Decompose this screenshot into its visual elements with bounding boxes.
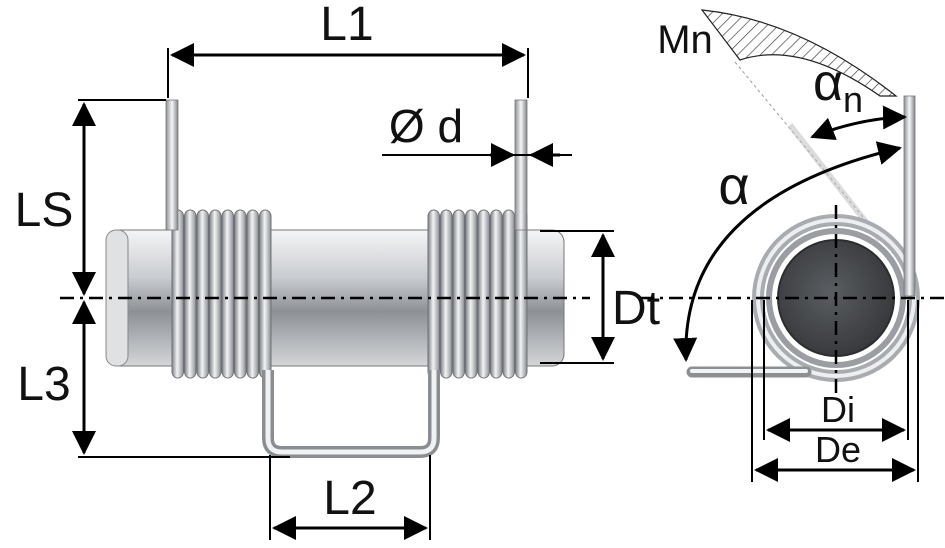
- coil-winding: [246, 209, 259, 379]
- coil-winding: [515, 209, 528, 379]
- label-L3: L3: [17, 358, 70, 411]
- coil-winding: [221, 209, 234, 379]
- label-alpha: α: [718, 156, 749, 216]
- label-LS: LS: [15, 184, 74, 237]
- coil-winding: [259, 209, 272, 379]
- label-alpha-n: αn: [813, 54, 863, 120]
- coil-winding: [477, 209, 490, 379]
- coil-winding: [427, 209, 440, 379]
- label-L1: L1: [320, 0, 373, 51]
- alpha-n-arc: [810, 105, 907, 141]
- right-leg: [514, 99, 528, 231]
- coil-winding: [184, 209, 197, 379]
- alpha-arc: [673, 141, 902, 362]
- bottom-bridge: [262, 370, 440, 458]
- label-Dt: Dt: [612, 282, 660, 335]
- moment-hatch: [700, 9, 898, 97]
- coil-winding: [465, 209, 478, 379]
- coil-winding: [196, 209, 209, 379]
- right-coil: [427, 209, 528, 379]
- label-Di: Di: [821, 389, 855, 430]
- label-diameter-d: Ø d: [389, 100, 463, 152]
- left-leg: [165, 99, 179, 231]
- label-L2: L2: [323, 472, 376, 525]
- end-view: Mn αn α Di De: [640, 9, 945, 482]
- coil-winding: [440, 209, 453, 379]
- label-Mn: Mn: [657, 18, 713, 62]
- label-De: De: [815, 429, 861, 470]
- coil-winding: [234, 209, 247, 379]
- left-coil: [171, 209, 272, 379]
- side-view: L1 Ø d LS L3 Dt L2: [15, 0, 660, 540]
- coil-winding: [490, 209, 503, 379]
- end-view-vertical-leg: [903, 95, 916, 297]
- coil-winding: [502, 209, 515, 379]
- coil-winding: [452, 209, 465, 379]
- coil-winding: [209, 209, 222, 379]
- coil-winding: [171, 209, 184, 379]
